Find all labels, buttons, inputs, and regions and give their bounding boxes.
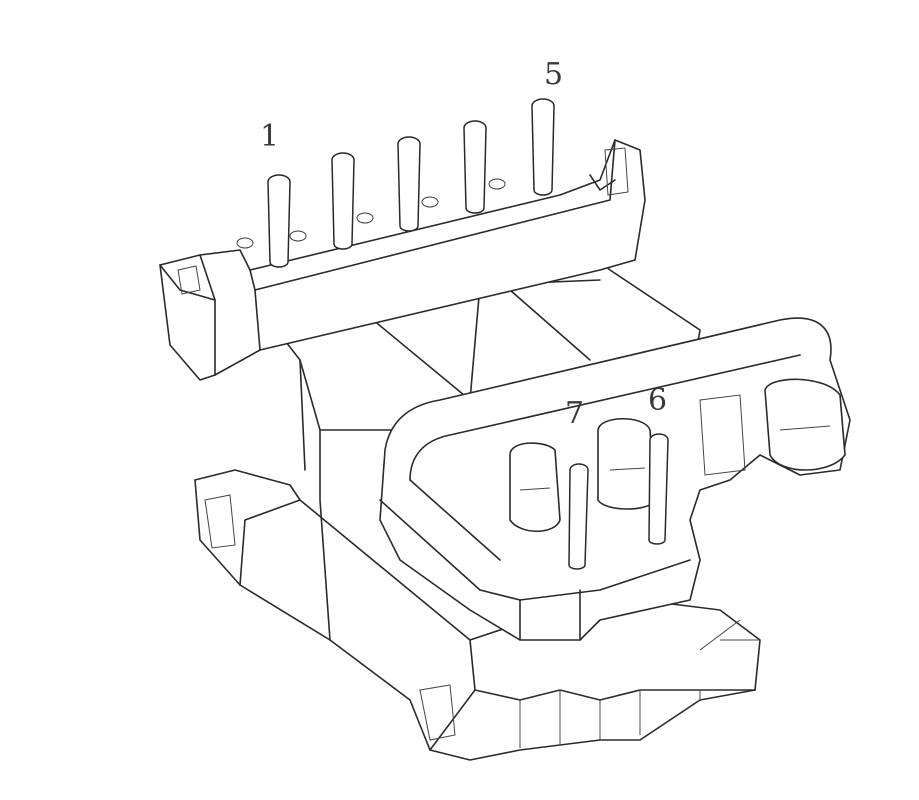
front-bosses bbox=[509, 378, 846, 532]
pin-3 bbox=[397, 136, 421, 232]
pin-label-7: 7 bbox=[565, 396, 584, 431]
pin-label-5: 5 bbox=[544, 57, 563, 92]
pin-1 bbox=[267, 174, 291, 268]
pin-5 bbox=[531, 98, 555, 196]
pin-4 bbox=[463, 120, 487, 214]
pin-label-1: 1 bbox=[260, 119, 279, 154]
pin-label-6: 6 bbox=[648, 383, 667, 418]
pin-7 bbox=[568, 463, 589, 570]
top-pins bbox=[236, 98, 555, 268]
base-frame bbox=[194, 469, 761, 761]
front-pins bbox=[568, 433, 669, 570]
pin-2 bbox=[331, 152, 355, 250]
pin-6 bbox=[648, 433, 669, 545]
top-flange bbox=[159, 139, 646, 381]
